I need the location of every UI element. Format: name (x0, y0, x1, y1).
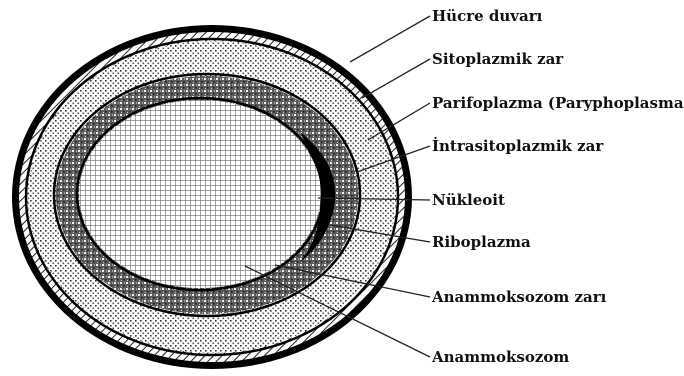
leader-cytoplasmic-membrane (362, 59, 430, 98)
label-riboplasm: Riboplazma (432, 233, 531, 251)
label-nucleoid: Nükleoit (432, 191, 505, 209)
label-cytoplasmic-membrane: Sitoplazmik zar (432, 50, 564, 68)
leader-cell-wall (350, 16, 430, 62)
anammoxosome (79, 100, 321, 288)
label-intracytoplasmic-membrane: İntrasitoplazmik zar (432, 136, 604, 155)
label-anammoxosome-membrane: Anammoksozom zarı (431, 288, 607, 306)
label-cell-wall: Hücre duvarı (432, 7, 543, 25)
label-anammoxosome: Anammoksozom (431, 348, 569, 366)
label-paryphoplasm: Parifoplazma (Paryphoplasma) (432, 94, 684, 112)
